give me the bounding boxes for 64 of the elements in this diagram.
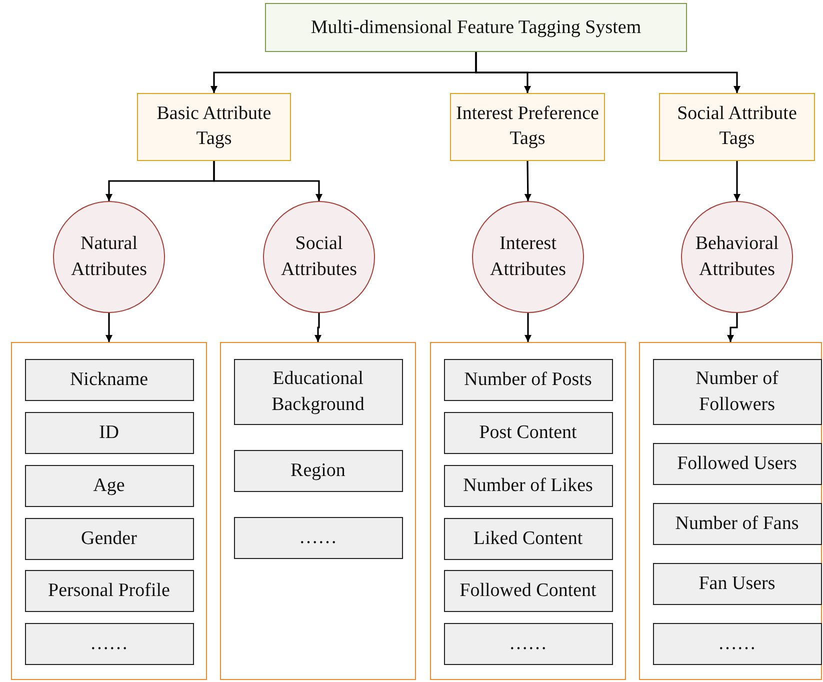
node-label: …… — [718, 632, 756, 656]
group-panel — [220, 342, 416, 680]
node-label: Gender — [81, 526, 137, 551]
node-label: Liked Content — [473, 526, 583, 551]
group-panel — [430, 342, 626, 680]
connector-arrow — [734, 161, 740, 201]
node-label: Basic Attribute Tags — [156, 102, 272, 151]
node-label: ID — [98, 420, 120, 445]
tag-box — [24, 518, 194, 560]
node-label: Fan Users — [698, 572, 776, 596]
connector-arrow — [524, 160, 532, 202]
node-label: Interest Attributes — [489, 232, 567, 282]
connector-arrow — [106, 313, 112, 342]
node-label: Natural Attributes — [70, 232, 148, 282]
tag-box — [652, 622, 822, 664]
node-label: Nickname — [70, 368, 148, 392]
group-panel — [639, 342, 822, 680]
node-label: …… — [90, 632, 128, 656]
tag-box — [444, 412, 612, 454]
node-label: Social Attributes — [280, 232, 358, 282]
tag-box — [444, 358, 612, 400]
category-box — [450, 93, 605, 161]
node-label: …… — [299, 526, 337, 550]
tag-box — [444, 518, 612, 560]
node-label: Number of Likes — [463, 474, 593, 498]
connector-arrow — [213, 161, 322, 201]
tag-box — [234, 358, 402, 424]
node-label: Post Content — [479, 420, 577, 445]
connector-arrow — [475, 52, 740, 93]
node-label: Number of Fans — [675, 512, 799, 536]
node-label: Personal Profile — [48, 578, 170, 603]
tag-box — [444, 622, 612, 664]
tag-box — [652, 358, 822, 424]
connector-arrow — [524, 313, 532, 342]
tag-box — [234, 516, 402, 558]
node-label: …… — [509, 632, 547, 656]
node-label: Behavioral Attributes — [694, 232, 780, 282]
node-label: Region — [290, 458, 346, 483]
node-label: Multi-dimensional Feature Tagging System — [310, 16, 642, 38]
node-label: Educational Background — [270, 366, 366, 416]
tag-box — [24, 412, 194, 454]
tag-box — [24, 622, 194, 664]
node-label: Followed Users — [677, 452, 797, 476]
node-label: Number of Followers — [694, 366, 780, 416]
tag-box — [444, 570, 612, 612]
node-label: Social Attribute Tags — [676, 102, 798, 151]
title-box — [265, 3, 687, 52]
tag-box — [444, 464, 612, 506]
tag-box — [234, 450, 402, 492]
category-box — [659, 93, 815, 161]
connector-arrow — [727, 313, 738, 342]
node-label: Number of Posts — [464, 368, 592, 392]
tag-box — [652, 502, 822, 544]
category-box — [137, 93, 291, 161]
tag-box — [652, 562, 822, 604]
node-label: Age — [93, 474, 125, 498]
node-label: Followed Content — [460, 578, 596, 603]
tag-box — [24, 570, 194, 612]
group-panel — [11, 342, 207, 680]
tag-box — [652, 442, 822, 484]
connector-arrow — [314, 313, 322, 342]
tag-box — [24, 358, 194, 400]
node-label: Interest Preference Tags — [455, 102, 600, 151]
tag-box — [24, 464, 194, 506]
